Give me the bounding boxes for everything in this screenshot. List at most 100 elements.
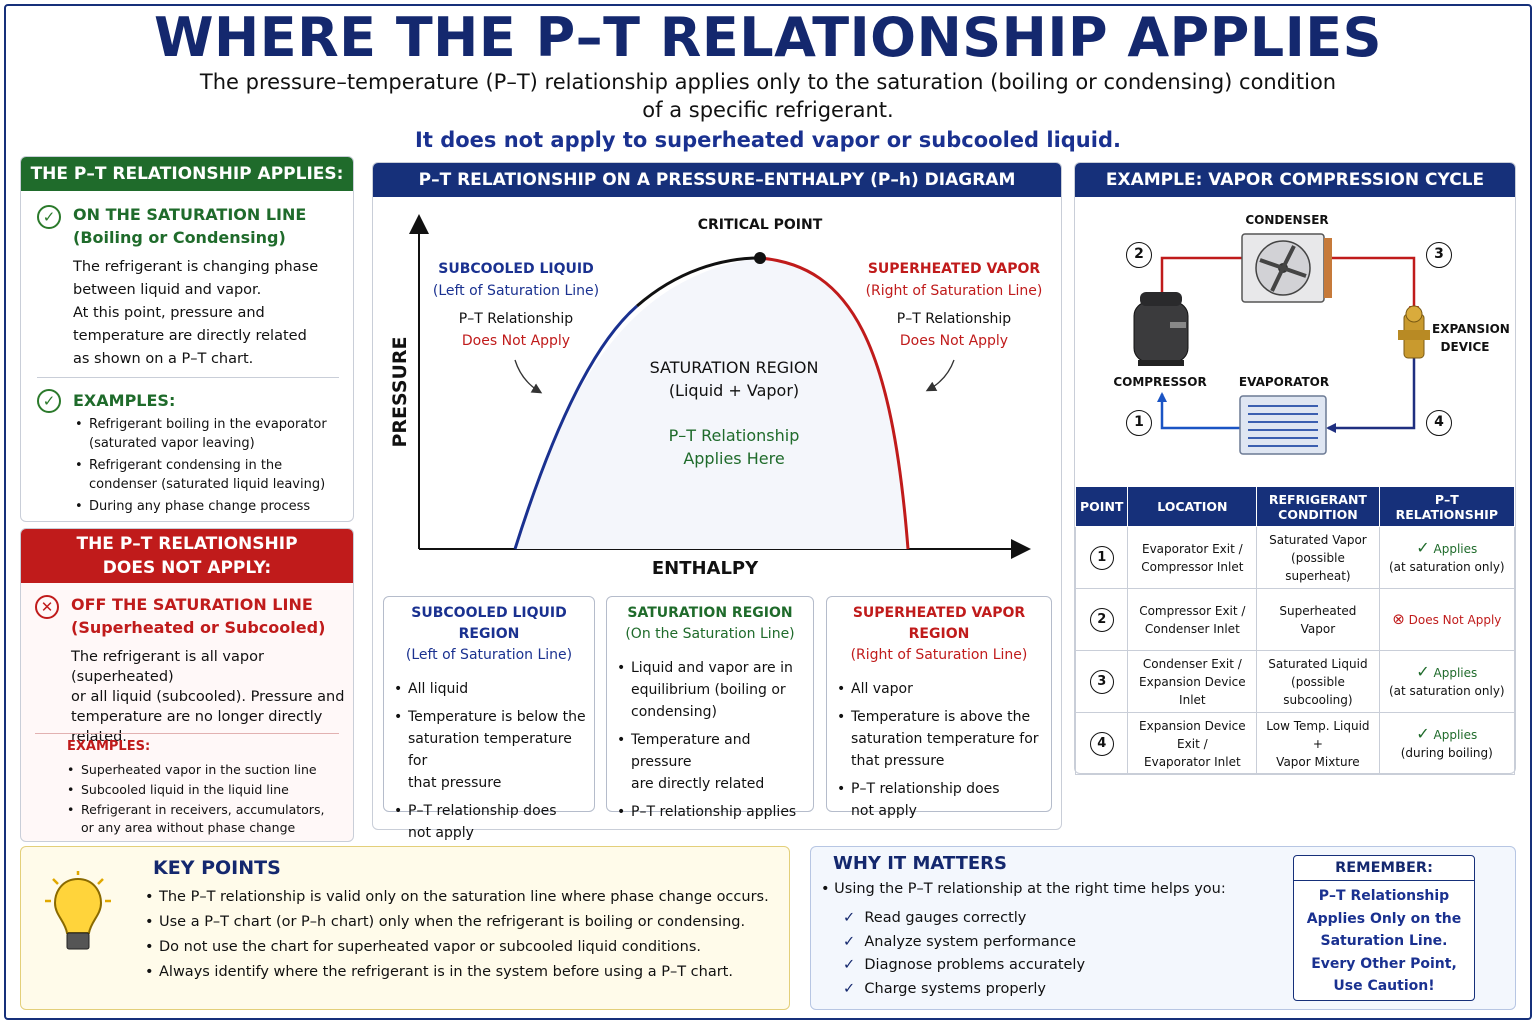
applies-body: The refrigerant is changing phase betwee… <box>73 259 319 367</box>
check-icon: ✓ <box>843 910 856 926</box>
critical-point-label: CRITICAL POINT <box>697 217 823 233</box>
check-icon: ✓ <box>843 933 856 950</box>
list-item: Refrigerant in receivers, accumulators,o… <box>65 801 349 837</box>
key-points-panel: KEY POINTS The P–T relationship is valid… <box>20 846 790 1010</box>
list-item: Do not use the chart for superheated vap… <box>143 935 773 960</box>
liquid-line <box>1326 256 1416 314</box>
list-item: ✓ Analyze system performance <box>843 933 1077 950</box>
evaporator-icon <box>1239 395 1327 455</box>
not-applies-panel: THE P–T RELATIONSHIP DOES NOT APPLY: ✕ O… <box>20 528 354 842</box>
check-icon: ✓ <box>37 389 61 413</box>
list-item: Refrigerant boiling in the evaporator(sa… <box>73 415 349 453</box>
table-row: 4 Expansion Device Exit /Evaporator Inle… <box>1074 712 1516 775</box>
discharge-line <box>1160 256 1242 294</box>
cycle-point-2: 2 <box>1126 242 1152 268</box>
cycle-point-4: 4 <box>1426 410 1452 436</box>
list-item: The P–T relationship is valid only on th… <box>143 885 773 910</box>
applies-panel: THE P–T RELATIONSHIP APPLIES: ✓ ON THE S… <box>20 156 354 522</box>
check-icon: ✓ <box>843 957 856 973</box>
expansion-outlet-line <box>1328 358 1416 430</box>
x-icon: ⊗ <box>1392 610 1405 628</box>
superheated-region-box: SUPERHEATED VAPOR REGION (Right of Satur… <box>826 596 1052 819</box>
table-row: 3 Condenser Exit /Expansion Device Inlet… <box>1074 650 1516 713</box>
suction-line-arrow <box>1157 392 1167 402</box>
why-panel: WHY IT MATTERS • Using the P–T relations… <box>810 846 1516 1010</box>
why-list: ✓ Read gauges correctly ✓ Analyze system… <box>843 907 1085 1001</box>
check-icon: ✓ <box>1416 724 1430 743</box>
not-applies-examples-title: EXAMPLES: <box>67 739 151 754</box>
list-item: ✓ Diagnose problems accurately <box>843 957 1086 973</box>
saturation-dome-fill <box>515 258 908 549</box>
expansion-device-label: EXPANSION DEVICE <box>1432 322 1510 354</box>
applies-examples-list: Refrigerant boiling in the evaporator(sa… <box>73 415 349 519</box>
region-title: SATURATION REGION (On the Saturation Lin… <box>625 605 795 642</box>
condenser-icon <box>1241 233 1332 303</box>
key-points-list: The P–T relationship is valid only on th… <box>143 885 773 985</box>
list-item: ✓ Charge systems properly <box>843 980 1047 997</box>
divider <box>35 733 339 734</box>
cycle-point-1: 1 <box>1126 410 1152 436</box>
superheated-arrow <box>925 359 955 392</box>
table-row: 1 Evaporator Exit /Compressor Inlet Satu… <box>1074 526 1516 589</box>
subcooled-annotation: SUBCOOLED LIQUID (Left of Saturation Lin… <box>432 261 600 349</box>
x-axis-label: ENTHALPY <box>651 558 759 579</box>
list-item: Use a P–T chart (or P–h chart) only when… <box>143 910 773 935</box>
ph-diagram-chart <box>409 214 1031 559</box>
check-icon: ✓ <box>1416 662 1430 681</box>
superheated-annotation: SUPERHEATED VAPOR (Right of Saturation L… <box>865 261 1043 349</box>
saturation-region-box: SATURATION REGION (On the Saturation Lin… <box>606 596 814 823</box>
region-title: SUBCOOLED LIQUID REGION (Left of Saturat… <box>405 605 573 663</box>
dome-top-line <box>636 256 761 308</box>
list-item: Always identify where the refrigerant is… <box>143 960 773 985</box>
applies-examples-title: EXAMPLES: <box>73 391 176 410</box>
saturated-vapor-line <box>759 256 910 550</box>
not-applies-body: The refrigerant is all vapor (superheate… <box>71 649 345 745</box>
list-item: Superheated vapor in the suction line <box>65 761 349 779</box>
suction-line <box>1160 394 1240 430</box>
ph-diagram-header: P–T RELATIONSHIP ON A PRESSURE–ENTHALPY … <box>373 163 1061 197</box>
evaporator-label: EVAPORATOR <box>1238 375 1330 389</box>
applies-section-title: ON THE SATURATION LINE <box>73 205 307 224</box>
subtitle-line-3: It does not apply to superheated vapor o… <box>415 128 1121 152</box>
check-icon: ✓ <box>843 980 856 997</box>
check-icon: ✓ <box>37 205 61 229</box>
list-item: Subcooled liquid in the liquid line <box>65 781 349 799</box>
col-point: POINT <box>1074 486 1129 527</box>
not-applies-panel-header: THE P–T RELATIONSHIP DOES NOT APPLY: <box>21 529 353 583</box>
remember-text: P–T Relationship Applies Only on the Sat… <box>1306 888 1462 994</box>
divider <box>37 377 339 378</box>
list-item: All vapor <box>837 678 1051 700</box>
subtitle-line-2: of a specific refrigerant. <box>642 98 894 122</box>
col-pt: P–T RELATIONSHIP <box>1378 486 1516 527</box>
why-title: WHY IT MATTERS <box>833 853 1007 874</box>
remember-title: REMEMBER: <box>1294 856 1474 881</box>
not-applies-section-subtitle: (Superheated or Subcooled) <box>71 618 326 637</box>
region-list: All liquid Temperature is below thesatur… <box>384 678 594 844</box>
table-row: 2 Compressor Exit /Condenser Inlet Super… <box>1074 588 1516 651</box>
col-location: LOCATION <box>1127 486 1258 527</box>
cycle-point-3: 3 <box>1426 242 1452 268</box>
y-axis-label-wrap: PRESSURE <box>385 332 415 452</box>
applies-panel-header: THE P–T RELATIONSHIP APPLIES: <box>21 157 353 191</box>
saturation-annotation: SATURATION REGION (Liquid + Vapor) P–T R… <box>649 358 819 468</box>
region-list: All vapor Temperature is above thesatura… <box>827 678 1051 822</box>
list-item: P–T relationship applies <box>617 801 813 823</box>
list-item: During any phase change process <box>73 497 349 516</box>
lightbulb-icon <box>45 871 111 950</box>
not-applies-examples-list: Superheated vapor in the suction line Su… <box>65 761 349 839</box>
critical-point-marker <box>754 252 766 264</box>
page-frame <box>4 4 1532 1020</box>
list-item: All liquid <box>394 678 594 700</box>
key-points-title: KEY POINTS <box>153 857 281 879</box>
